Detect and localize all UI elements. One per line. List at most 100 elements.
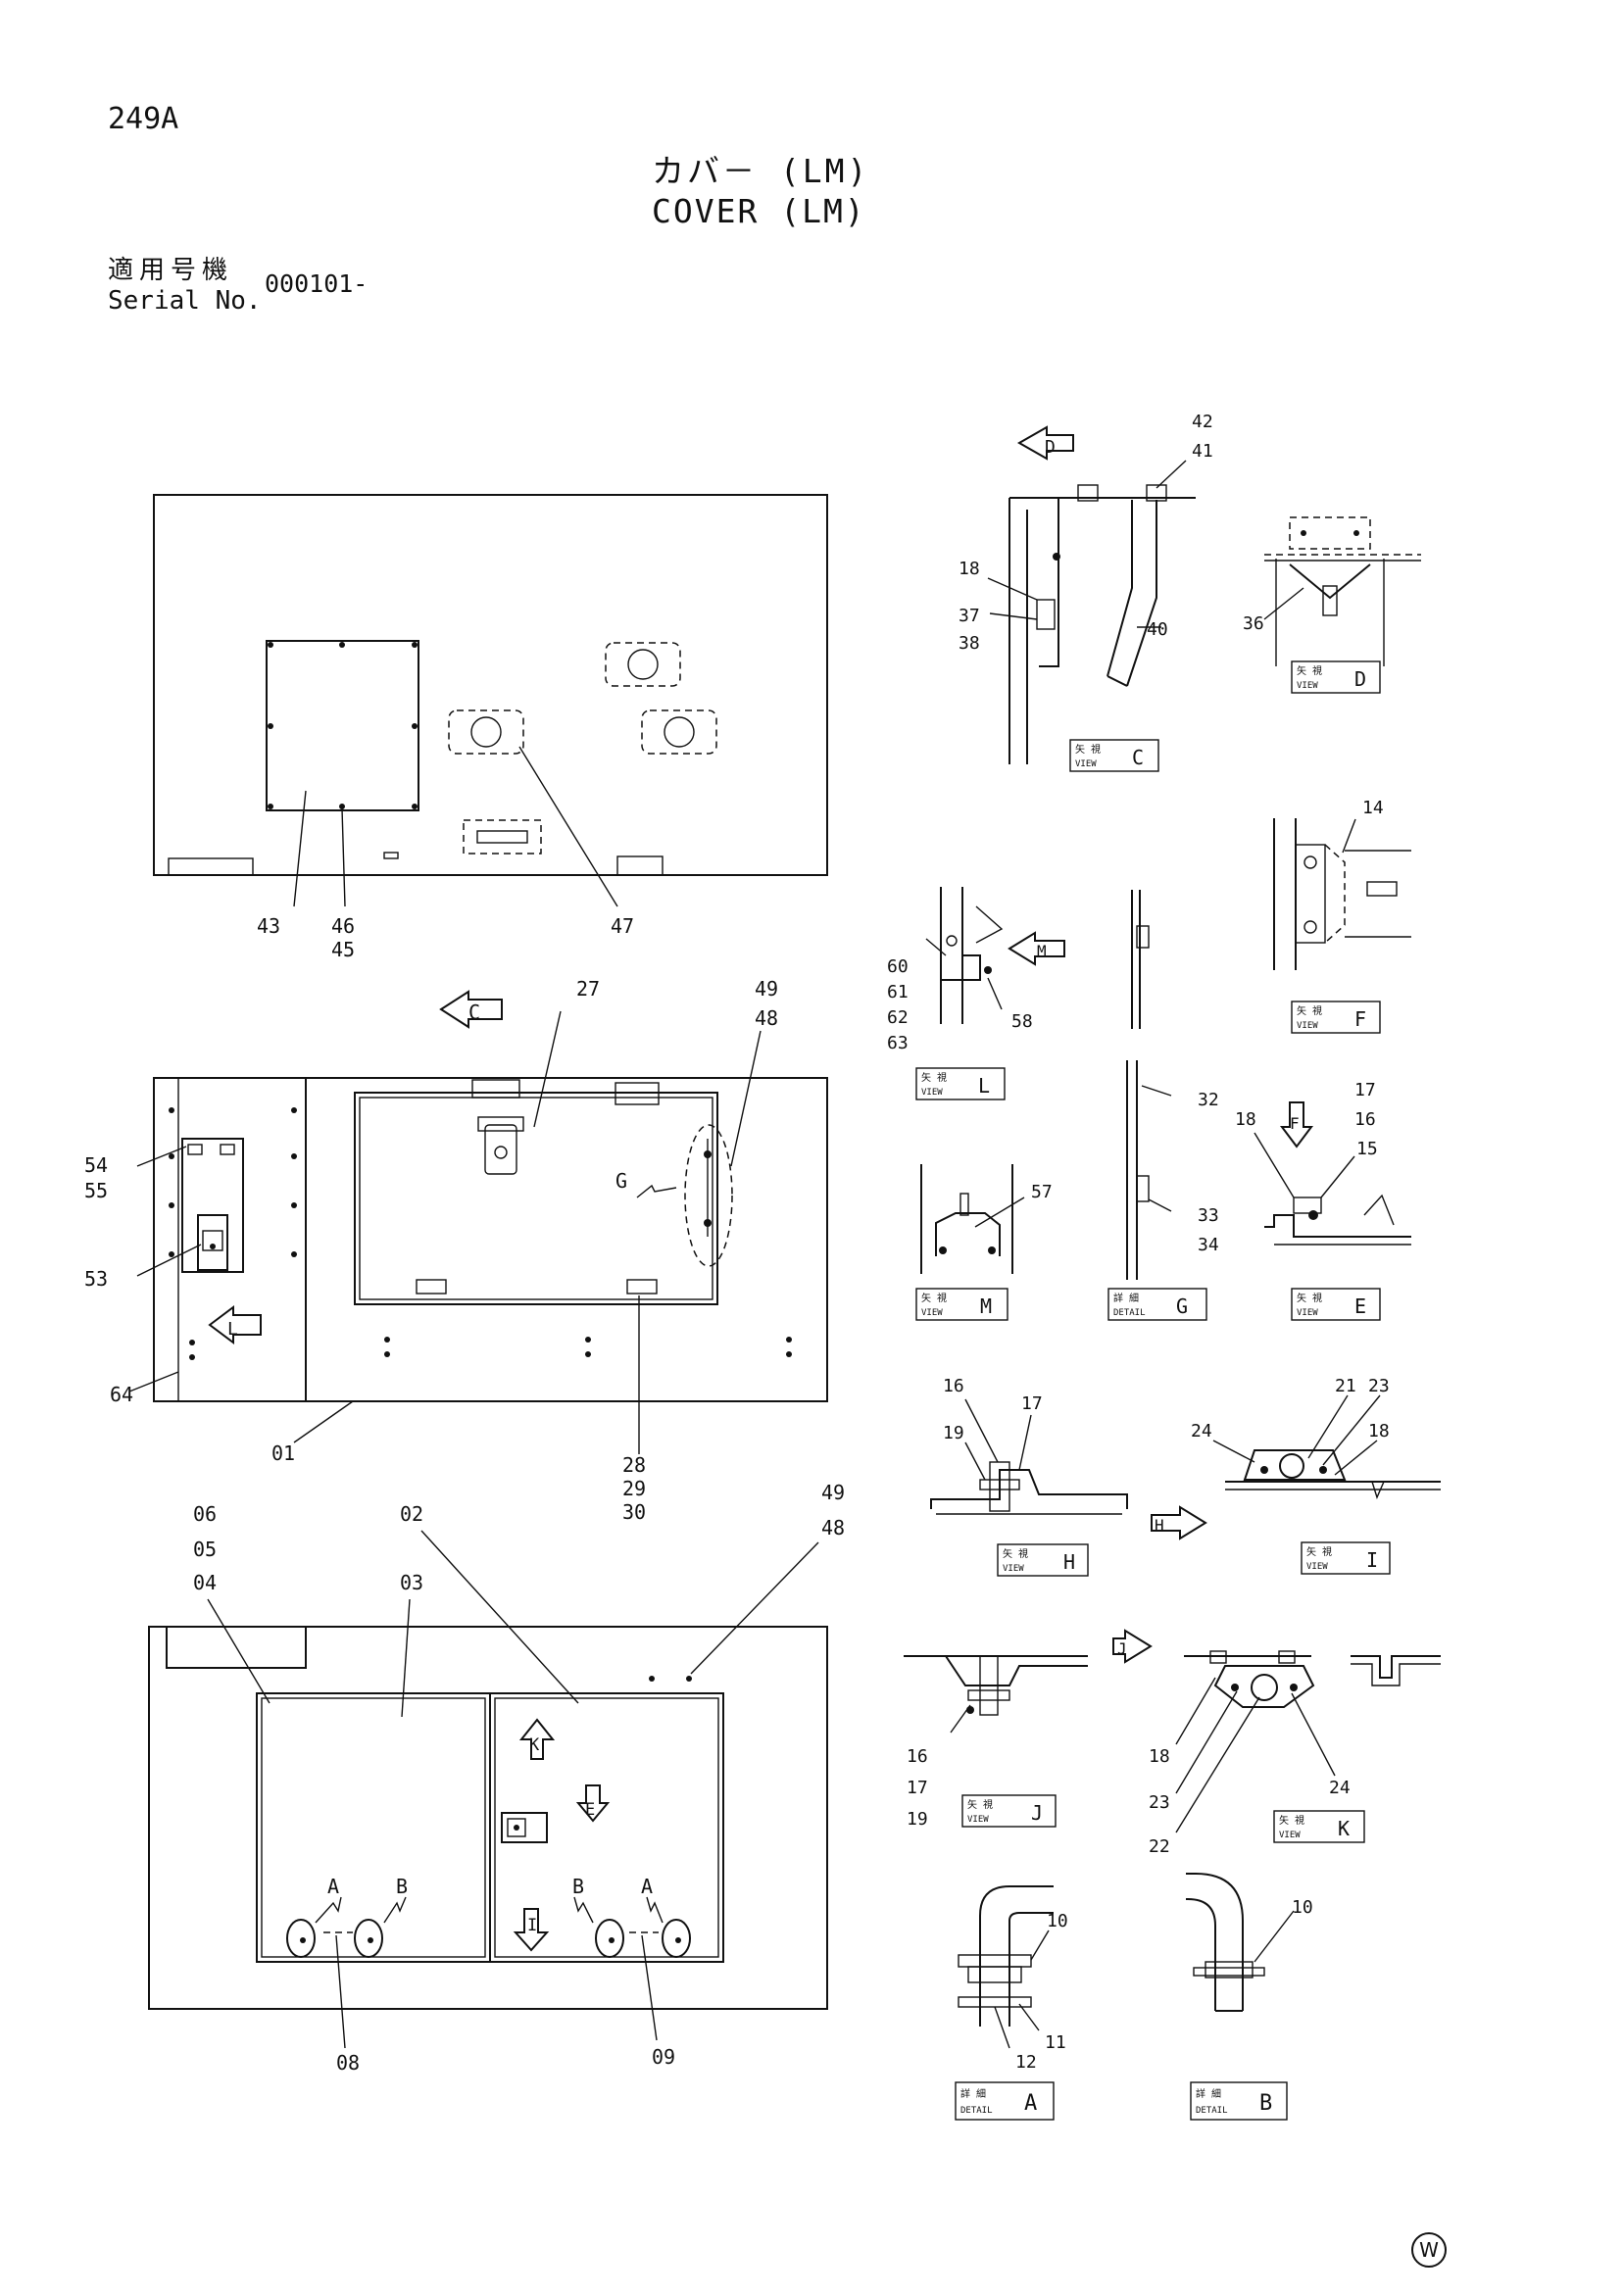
view-box-h: 矢 視 VIEW H bbox=[997, 1543, 1089, 1577]
view-box-m: 矢 視 VIEW M bbox=[915, 1288, 1008, 1321]
label-12: 12 bbox=[1015, 2052, 1037, 2073]
title-en: COVER (LM) bbox=[652, 192, 866, 230]
label-43: 43 bbox=[257, 914, 280, 938]
svg-text:G: G bbox=[1176, 1295, 1188, 1318]
view-k-drawing bbox=[1175, 1650, 1441, 1833]
svg-text:矢 視: 矢 視 bbox=[1297, 1004, 1322, 1017]
svg-text:J: J bbox=[1117, 1639, 1127, 1658]
svg-text:詳 細: 詳 細 bbox=[1196, 2087, 1221, 2100]
label-54: 54 bbox=[84, 1153, 108, 1177]
label-37: 37 bbox=[959, 606, 980, 626]
label-15: 15 bbox=[1356, 1139, 1378, 1159]
label-14: 14 bbox=[1362, 798, 1384, 818]
label-10a: 10 bbox=[1047, 1911, 1068, 1931]
label-30: 30 bbox=[622, 1500, 646, 1524]
maker-mark-icon: W bbox=[1411, 2232, 1447, 2268]
label-36: 36 bbox=[1243, 613, 1264, 634]
label-29: 29 bbox=[622, 1477, 646, 1500]
svg-text:D: D bbox=[1354, 667, 1366, 691]
view-box-e: 矢 視 VIEW E bbox=[1291, 1288, 1381, 1321]
label-03: 03 bbox=[400, 1571, 423, 1594]
top-panel-drawing bbox=[153, 494, 828, 907]
arrow-a2-letter: A bbox=[641, 1875, 653, 1898]
arrow-l-letter: L bbox=[227, 1319, 238, 1340]
label-01: 01 bbox=[271, 1441, 295, 1465]
label-17a: 17 bbox=[1354, 1080, 1376, 1100]
view-l-drawing bbox=[925, 887, 1004, 1024]
label-34: 34 bbox=[1198, 1235, 1219, 1255]
label-58: 58 bbox=[1011, 1011, 1033, 1032]
arrow-b1-letter: B bbox=[396, 1875, 408, 1898]
label-49a: 49 bbox=[755, 977, 778, 1001]
svg-text:I: I bbox=[1366, 1548, 1378, 1572]
bottom-panel-drawing bbox=[148, 1530, 828, 2049]
label-18a: 18 bbox=[959, 559, 980, 579]
arrow-k-letter: K bbox=[529, 1735, 540, 1755]
label-09: 09 bbox=[652, 2045, 675, 2069]
label-18b: 18 bbox=[1235, 1109, 1256, 1130]
svg-text:DETAIL: DETAIL bbox=[1113, 1308, 1146, 1318]
label-62: 62 bbox=[887, 1007, 909, 1028]
label-04: 04 bbox=[193, 1571, 217, 1594]
label-22: 22 bbox=[1149, 1836, 1170, 1857]
arrow-a1-letter: A bbox=[327, 1875, 339, 1898]
label-64: 64 bbox=[110, 1383, 133, 1406]
svg-text:M: M bbox=[1037, 942, 1047, 960]
svg-text:矢 視: 矢 視 bbox=[921, 1071, 947, 1084]
arrow-d-icon: D bbox=[1016, 425, 1074, 461]
view-box-a: 詳 細 DETAIL A bbox=[955, 2081, 1055, 2121]
label-32: 32 bbox=[1198, 1090, 1219, 1110]
label-28: 28 bbox=[622, 1453, 646, 1477]
label-18c: 18 bbox=[1368, 1421, 1390, 1441]
detail-b-drawing bbox=[1186, 1873, 1295, 2012]
label-11: 11 bbox=[1045, 2032, 1066, 2053]
view-i-drawing bbox=[1212, 1394, 1441, 1499]
arrow-e-letter: E bbox=[585, 1800, 595, 1820]
arrow-j-icon: J bbox=[1112, 1629, 1153, 1664]
svg-text:A: A bbox=[1024, 2091, 1037, 2116]
svg-text:E: E bbox=[1354, 1295, 1366, 1318]
svg-text:F: F bbox=[1354, 1007, 1366, 1031]
svg-text:VIEW: VIEW bbox=[1297, 1021, 1318, 1031]
label-46: 46 bbox=[331, 914, 355, 938]
svg-text:矢 視: 矢 視 bbox=[1003, 1547, 1028, 1560]
svg-text:矢 視: 矢 視 bbox=[1297, 1292, 1322, 1304]
view-j-drawing bbox=[904, 1655, 1088, 1734]
detail-a-drawing bbox=[958, 1885, 1054, 2049]
svg-text:矢 視: 矢 視 bbox=[921, 1292, 947, 1304]
svg-text:M: M bbox=[980, 1295, 992, 1318]
svg-text:H: H bbox=[1063, 1550, 1075, 1574]
svg-text:VIEW: VIEW bbox=[1297, 681, 1318, 691]
label-17b: 17 bbox=[1021, 1393, 1043, 1414]
label-60: 60 bbox=[887, 956, 909, 977]
view-box-b: 詳 細 DETAIL B bbox=[1190, 2081, 1288, 2121]
arrow-h-icon: H bbox=[1151, 1505, 1207, 1540]
view-m-drawing bbox=[920, 1164, 1025, 1274]
label-38: 38 bbox=[959, 633, 980, 654]
view-box-d: 矢 視 VIEW D bbox=[1291, 660, 1381, 694]
svg-text:C: C bbox=[468, 1001, 480, 1024]
arrow-b2-letter: B bbox=[572, 1875, 584, 1898]
label-02: 02 bbox=[400, 1502, 423, 1526]
label-24b: 24 bbox=[1329, 1778, 1351, 1798]
arrow-i-letter: I bbox=[527, 1916, 537, 1935]
svg-text:C: C bbox=[1132, 746, 1144, 769]
label-48b: 48 bbox=[821, 1516, 845, 1539]
label-18d: 18 bbox=[1149, 1746, 1170, 1767]
label-48a: 48 bbox=[755, 1006, 778, 1030]
detail-g-drawing bbox=[1126, 890, 1172, 1280]
view-box-i: 矢 視 VIEW I bbox=[1301, 1541, 1391, 1575]
view-c-drawing bbox=[987, 460, 1196, 764]
svg-text:VIEW: VIEW bbox=[921, 1308, 943, 1318]
svg-text:DETAIL: DETAIL bbox=[960, 2106, 993, 2116]
title-jp: カバ－ (LM) bbox=[652, 152, 870, 190]
svg-text:DETAIL: DETAIL bbox=[1196, 2106, 1228, 2116]
label-45: 45 bbox=[331, 938, 355, 961]
serial-value: 000101- bbox=[265, 269, 369, 298]
middle-panel-drawing bbox=[128, 1010, 828, 1454]
label-49b: 49 bbox=[821, 1481, 845, 1504]
label-24a: 24 bbox=[1191, 1421, 1212, 1441]
svg-text:VIEW: VIEW bbox=[1003, 1564, 1024, 1574]
label-47: 47 bbox=[611, 914, 634, 938]
